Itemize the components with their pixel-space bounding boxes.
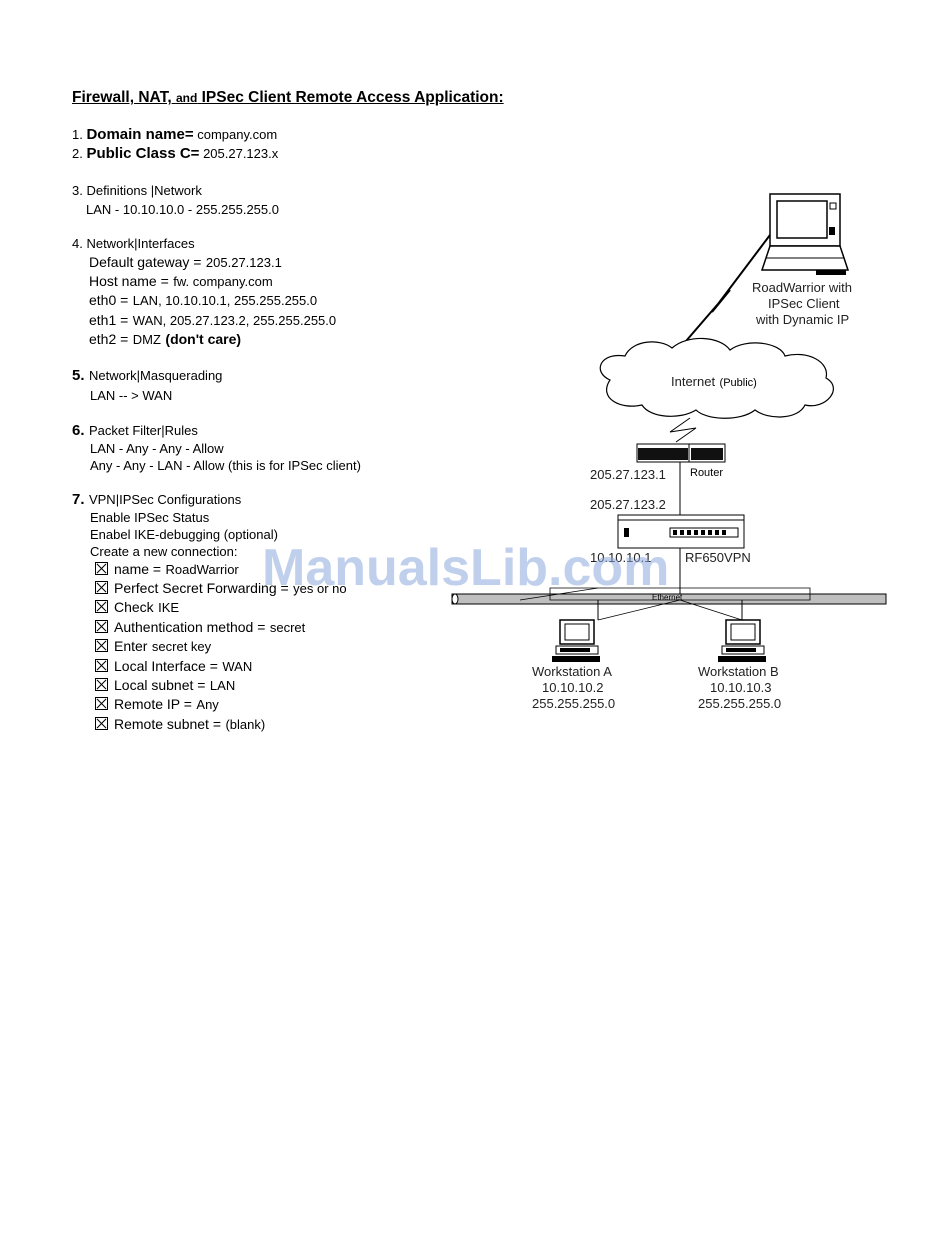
rf650vpn-device-icon xyxy=(617,514,745,549)
eth0: eth0 = LAN, 10.10.10.1, 255.255.255.0 xyxy=(89,292,318,308)
ip-lan: 10.10.10.1 xyxy=(590,550,652,565)
ws-a-ip: 10.10.10.2 xyxy=(542,680,604,695)
checked-box-icon xyxy=(95,620,108,633)
checked-box-icon xyxy=(95,581,108,594)
wireless-link-icon xyxy=(679,234,771,349)
domain-label: Domain name= xyxy=(86,126,194,143)
checked-box-icon xyxy=(95,659,108,672)
wan-link-icon xyxy=(669,417,697,443)
definitions-lan: LAN - 10.10.10.0 - 255.255.255.0 xyxy=(86,202,279,217)
ethernet-label: Ethernet xyxy=(652,593,683,602)
check-local-interface: Local Interface = WAN xyxy=(95,658,252,676)
laptop-label-1: RoadWarrior with xyxy=(752,280,852,295)
public-class-label: Public Class C= xyxy=(86,145,200,162)
definitions-heading: 3. Definitions |Network xyxy=(72,183,202,198)
packet-filter-rule-2: Any - Any - LAN - Allow (this is for IPS… xyxy=(90,458,361,473)
eth1: eth1 = WAN, 205.27.123.2, 255.255.255.0 xyxy=(89,312,337,328)
masquerading-heading: 5. Network|Masquerading xyxy=(72,367,223,384)
device-label: RF650VPN xyxy=(685,550,751,565)
checked-box-icon xyxy=(95,562,108,575)
interfaces-heading: 4. Network|Interfaces xyxy=(72,236,195,251)
ws-a-name: Workstation A xyxy=(532,664,612,679)
page-title: Firewall, NAT, and IPSec Client Remote A… xyxy=(72,89,504,107)
workstation-a-icon xyxy=(552,619,600,662)
item-domain: 1. Domain name= company.com xyxy=(72,126,278,143)
router-label: Router xyxy=(690,467,724,479)
router-icon xyxy=(636,443,726,463)
item-public-class: 2. Public Class C= 205.27.123.x xyxy=(72,145,279,162)
title-part-2: IPSec Client Remote Access Application: xyxy=(201,89,504,106)
checked-box-icon xyxy=(95,639,108,652)
title-part-and: and xyxy=(175,91,198,105)
cloud-label: Internet (Public) xyxy=(671,374,757,389)
checked-box-icon xyxy=(95,600,108,613)
check-secret: Enter secret key xyxy=(95,638,211,656)
ipsec-line-2: Enabel IKE-debugging (optional) xyxy=(90,527,278,542)
check-local-subnet: Local subnet = LAN xyxy=(95,677,235,695)
ws-b-ip: 10.10.10.3 xyxy=(710,680,772,695)
checked-box-icon xyxy=(95,678,108,691)
ip-router: 205.27.123.1 xyxy=(590,467,666,482)
check-auth: Authentication method = secret xyxy=(95,619,305,637)
domain-value: company.com xyxy=(197,127,278,142)
check-remote-subnet: Remote subnet = (blank) xyxy=(95,716,265,734)
eth2: eth2 = DMZ (don't care) xyxy=(89,331,242,347)
checked-box-icon xyxy=(95,697,108,710)
checked-box-icon xyxy=(95,717,108,730)
ipsec-line-3: Create a new connection: xyxy=(90,544,238,559)
workstation-b-icon xyxy=(718,619,766,662)
check-remote-ip: Remote IP = Any xyxy=(95,696,219,714)
laptop-label-2: IPSec Client xyxy=(768,296,840,311)
packet-filter-rule-1: LAN - Any - Any - Allow xyxy=(90,441,224,456)
host-name: Host name = fw. company.com xyxy=(89,273,273,289)
masquerading-rule: LAN -- > WAN xyxy=(90,388,173,403)
ws-b-mask: 255.255.255.0 xyxy=(698,696,782,711)
ipsec-line-1: Enable IPSec Status xyxy=(90,510,210,525)
default-gateway: Default gateway = 205.27.123.1 xyxy=(89,254,282,270)
ws-a-mask: 255.255.255.0 xyxy=(532,696,616,711)
public-class-value: 205.27.123.x xyxy=(203,146,279,161)
packet-filter-heading: 6. Packet Filter|Rules xyxy=(72,422,198,439)
internet-cloud-icon xyxy=(599,337,834,419)
watermark: ManualsLib.com xyxy=(262,539,670,597)
check-name: name = RoadWarrior xyxy=(95,561,239,579)
laptop-icon xyxy=(760,193,850,275)
ip-wan: 205.27.123.2 xyxy=(590,497,666,512)
check-ike: Check IKE xyxy=(95,599,179,617)
check-pfs: Perfect Secret Forwarding = yes or no xyxy=(95,580,347,598)
ws-b-name: Workstation B xyxy=(698,664,779,679)
ipsec-heading: 7. VPN|IPSec Configurations xyxy=(72,491,242,508)
laptop-label-3: with Dynamic IP xyxy=(756,312,850,327)
title-part-1: Firewall, NAT, xyxy=(72,89,172,106)
